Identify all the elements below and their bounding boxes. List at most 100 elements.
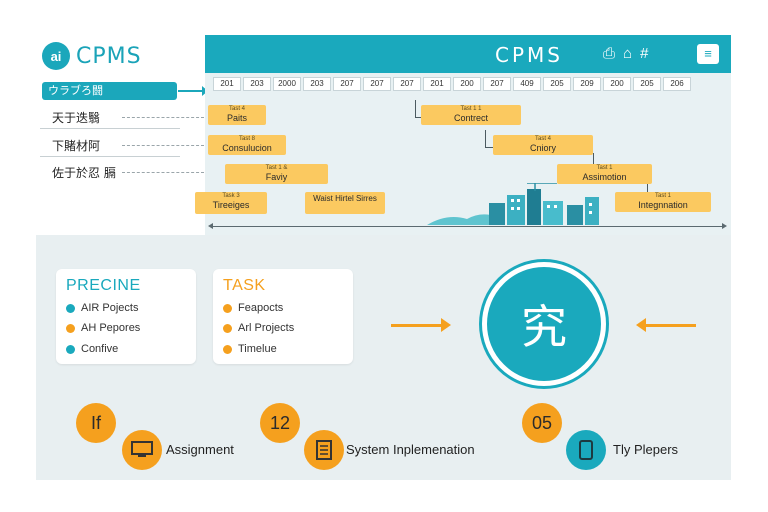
monitor-icon[interactable]: [122, 430, 162, 470]
menu-connector: [122, 117, 204, 118]
task-bar[interactable]: Tast 1 1 Contrect: [421, 105, 521, 125]
menu-item-active[interactable]: ウラブろ闘: [42, 82, 177, 100]
task-label: Cniory: [529, 143, 556, 153]
app-title: CPMS: [495, 43, 563, 67]
divider: [40, 156, 180, 157]
timeline-tick: 209: [573, 77, 601, 91]
stat-label: Tly Plepers: [613, 442, 679, 457]
bullet-icon: [223, 303, 232, 313]
list-item-label: Feapocts: [238, 302, 284, 314]
menu-connector: [122, 172, 204, 173]
doc-icon[interactable]: ⎙: [603, 45, 616, 62]
list-item: AIR Pojects: [66, 302, 138, 314]
arrow-left-icon: [636, 318, 696, 332]
bullet-icon: [66, 344, 75, 354]
task-card[interactable]: TASK Feapocts Arl Projects Timelue: [213, 269, 353, 364]
precine-card[interactable]: PRECINE AIR Pojects AH Pepores Confive: [56, 269, 196, 364]
stat-badge: 12: [260, 403, 300, 443]
task-label: Tireeiges: [212, 200, 250, 210]
list-item: Arl Projects: [223, 322, 294, 334]
list-item-label: AH Pepores: [81, 322, 141, 334]
task-id: Tast 1 &: [265, 165, 288, 171]
task-bar[interactable]: Waist Hirtel Sirres: [305, 192, 385, 214]
timeline-tick: 206: [663, 77, 691, 91]
timeline-tick: 201: [213, 77, 241, 91]
logo-text: CPMS: [76, 43, 142, 69]
arrow-right-icon: [391, 318, 451, 332]
task-label: Faviy: [265, 172, 288, 182]
task-label: Assimotion: [582, 172, 627, 182]
stat-label: Assignment: [166, 442, 234, 457]
grid-icon[interactable]: #: [640, 45, 649, 62]
task-id: Tast 4: [534, 136, 551, 142]
logo-badge-icon: ai: [42, 42, 70, 70]
list-item: Confive: [66, 343, 118, 355]
menu-item-3[interactable]: 佐于於忍 膈: [52, 166, 116, 180]
timeline-tick: 203: [243, 77, 271, 91]
task-label: Paits: [226, 113, 247, 123]
time-axis: [208, 223, 727, 229]
task-bar[interactable]: Tast 4 Paits: [208, 105, 266, 125]
bullet-icon: [223, 344, 232, 354]
timeline-tick: 201: [423, 77, 451, 91]
timeline-tick: 409: [513, 77, 541, 91]
task-connector: [647, 178, 648, 192]
timeline-tick: 203: [303, 77, 331, 91]
card-title: PRECINE: [66, 277, 141, 294]
timeline-tick: 2000: [273, 77, 301, 91]
task-id: Tast 4: [228, 106, 245, 112]
tablet-icon[interactable]: [566, 430, 606, 470]
stat-badge: If: [76, 403, 116, 443]
share-icon[interactable]: ⌂: [623, 45, 633, 62]
task-label: Integnnation: [638, 200, 688, 210]
stat-badge: 05: [522, 403, 562, 443]
card-title: TASK: [223, 277, 266, 294]
timeline-tick: 207: [333, 77, 361, 91]
menu-item-1[interactable]: 天于迭翳: [52, 111, 101, 125]
menu-button[interactable]: ≡: [697, 44, 719, 64]
task-id: Task 3: [222, 193, 240, 199]
server-icon[interactable]: [304, 430, 344, 470]
stat-label: System Inplemenation: [346, 442, 475, 457]
list-item: Feapocts: [223, 302, 283, 314]
timeline-tick: 200: [603, 77, 631, 91]
task-id: Tast 1 1: [460, 106, 482, 112]
task-label: Waist Hirtel Sirres: [313, 194, 377, 203]
gantt-header: CPMS ⎙ ⌂ # ≡: [205, 35, 731, 73]
center-badge[interactable]: 究: [482, 262, 606, 386]
gantt-panel: CPMS ⎙ ⌂ # ≡ 201 203 2000 203 207 207 20…: [195, 35, 731, 235]
timeline-tick: 207: [363, 77, 391, 91]
timeline-tick: 205: [633, 77, 661, 91]
task-id: Tast 1: [654, 193, 671, 199]
header-icons: ⎙ ⌂ #: [603, 45, 648, 62]
list-item-label: Timelue: [238, 343, 277, 355]
logo[interactable]: ai CPMS: [42, 42, 142, 70]
arrow-right-icon: [178, 86, 208, 96]
timeline: 201 203 2000 203 207 207 207 201 200 207…: [213, 77, 691, 91]
task-label: Consulucion: [222, 143, 272, 153]
summary-panel: PRECINE AIR Pojects AH Pepores Confive T…: [36, 235, 731, 480]
list-item: Timelue: [223, 343, 277, 355]
task-connector: [485, 130, 495, 148]
task-bar[interactable]: Tast 1 & Faviy: [225, 164, 328, 184]
task-label: Contrect: [453, 113, 488, 123]
list-item-label: Confive: [81, 343, 119, 355]
task-bar[interactable]: Tast 1 Integnnation: [615, 192, 711, 212]
bullet-icon: [223, 323, 232, 333]
task-bar[interactable]: Tast 4 Cniory: [493, 135, 593, 155]
bullet-icon: [66, 303, 75, 313]
task-id: Tast 8: [238, 136, 255, 142]
task-id: Tast 1: [596, 165, 613, 171]
divider: [40, 128, 180, 129]
timeline-tick: 207: [483, 77, 511, 91]
bullet-icon: [66, 323, 75, 333]
task-bar[interactable]: Tast 1 Assimotion: [557, 164, 652, 184]
menu-item-2[interactable]: 下賭材阿: [52, 139, 101, 153]
timeline-tick: 207: [393, 77, 421, 91]
task-bar[interactable]: Task 3 Tireeiges: [195, 192, 267, 214]
list-item-label: AIR Pojects: [81, 302, 139, 314]
task-bar[interactable]: Tast 8 Consulucion: [208, 135, 286, 155]
city-illustration: [427, 183, 599, 225]
timeline-tick: 205: [543, 77, 571, 91]
